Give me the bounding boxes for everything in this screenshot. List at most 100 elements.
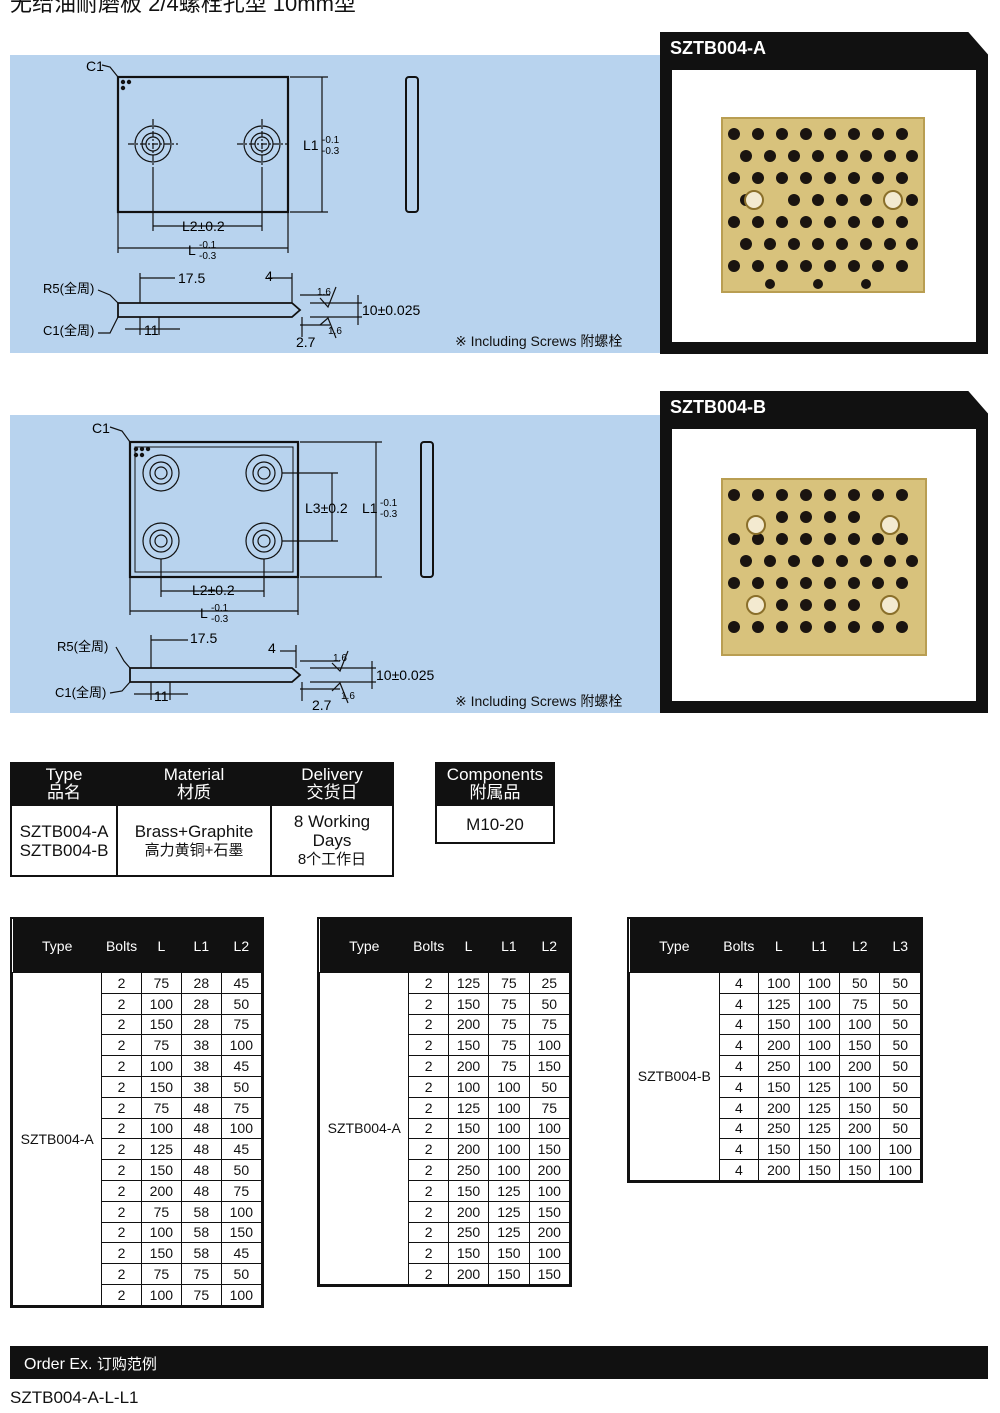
table-cell: 75 — [838, 992, 881, 1015]
table-cell: 2 — [101, 1055, 142, 1077]
table-cell: 75 — [528, 1013, 571, 1036]
table-cell: 150 — [140, 1013, 183, 1036]
table-cell: 75 — [220, 1179, 263, 1202]
table-cell: 28 — [181, 972, 222, 994]
table-cell: 200 — [447, 1263, 490, 1285]
table-cell: 200 — [838, 1055, 881, 1077]
table-cell: 2 — [101, 1034, 142, 1057]
table-cell: 100 — [220, 1283, 263, 1306]
type-cell: SZTB004-A — [318, 972, 410, 1285]
table-cell: 150 — [488, 1242, 530, 1265]
table-cell: 125 — [798, 1117, 841, 1140]
table-cell: 150 — [447, 1117, 490, 1140]
table-cell: 200 — [447, 1138, 490, 1161]
column-header-l: L — [448, 919, 489, 973]
table-cell: 2 — [408, 1159, 449, 1181]
dim-l1: L1 — [303, 137, 319, 153]
table-cell: 150 — [758, 1138, 800, 1161]
table-cell: 75 — [488, 992, 530, 1015]
table-cell: 100 — [798, 1034, 841, 1057]
table-cell: 75 — [140, 972, 183, 994]
table-cell: 150 — [140, 1075, 183, 1098]
column-header-l2: L2 — [839, 919, 880, 973]
table-cell: 150 — [447, 1242, 490, 1265]
table-cell: 48 — [181, 1117, 222, 1140]
table-cell: 100 — [838, 1013, 881, 1036]
table-cell: 2 — [101, 1242, 142, 1265]
dim-11: 11 — [144, 322, 159, 338]
table-cell: 100 — [798, 1055, 841, 1077]
table-cell: 2 — [101, 1179, 142, 1202]
dim-1-6-top: 1.6 — [317, 287, 331, 298]
technical-drawing-b: C1 L3±0.2 L1 -0.1 -0.3 L2±0.2 L -0.1 -0.… — [55, 420, 435, 713]
order-example-bar: Order Ex. 订购范例 — [10, 1346, 988, 1379]
table-cell: 150 — [758, 1075, 800, 1098]
table-cell: 100 — [488, 1096, 530, 1119]
table-cell: 100 — [798, 972, 841, 994]
table-cell: 100 — [798, 1013, 841, 1036]
table-cell: 28 — [181, 992, 222, 1015]
table-cell: 100 — [528, 1117, 571, 1140]
dim-2-7: 2.7 — [312, 697, 332, 713]
table-cell: 4 — [718, 1096, 760, 1119]
dim-l-tol-top: -0.1 — [199, 240, 217, 251]
table-cell: 48 — [181, 1179, 222, 1202]
table-cell: 48 — [181, 1159, 222, 1181]
table-cell: 2 — [101, 972, 142, 994]
dim-4: 4 — [268, 640, 276, 656]
table-cell: 50 — [879, 1096, 921, 1119]
dim-c1-all: C1(全周) — [55, 685, 106, 700]
table-cell: 2 — [101, 1200, 142, 1223]
table-cell: 150 — [838, 1034, 881, 1057]
photo-image-area-b — [672, 429, 976, 701]
table-cell: 50 — [528, 1075, 571, 1098]
photo-card-a: SZTB004-A — [660, 32, 988, 354]
photo-card-b: SZTB004-B — [660, 391, 988, 713]
table-cell: 75 — [488, 1055, 530, 1077]
table-cell: 48 — [181, 1138, 222, 1161]
table-cell: 150 — [838, 1096, 881, 1119]
table-cell: 100 — [140, 1055, 183, 1077]
table-cell: 45 — [220, 972, 263, 994]
table-cell: 100 — [879, 1138, 921, 1161]
table-cell: 2 — [408, 1096, 449, 1119]
dim-4: 4 — [265, 268, 273, 284]
dim-c1: C1 — [92, 420, 110, 436]
dim-l1-tol-bot: -0.3 — [380, 509, 398, 520]
table-cell: 2 — [408, 1013, 449, 1036]
table-cell: 250 — [758, 1055, 800, 1077]
table-cell: 2 — [101, 1013, 142, 1036]
table-cell: 200 — [528, 1221, 571, 1244]
table-cell: 2 — [101, 1096, 142, 1119]
dim-r5: R5(全周) — [57, 639, 108, 654]
dim-l3: L3±0.2 — [305, 500, 348, 516]
table-cell: 125 — [140, 1138, 183, 1161]
column-header-type: Type — [629, 919, 720, 973]
table-cell: 100 — [447, 1075, 490, 1098]
table-cell: 2 — [408, 1055, 449, 1077]
table-cell: 150 — [528, 1200, 571, 1223]
table-cell: 250 — [758, 1117, 800, 1140]
table-cell: 50 — [879, 1055, 921, 1077]
table-cell: 150 — [220, 1221, 263, 1244]
table-cell: 150 — [447, 1034, 490, 1057]
table-cell: 4 — [718, 1013, 760, 1036]
drawing-panel-b: C1 L3±0.2 L1 -0.1 -0.3 L2±0.2 L -0.1 -0.… — [10, 415, 660, 713]
